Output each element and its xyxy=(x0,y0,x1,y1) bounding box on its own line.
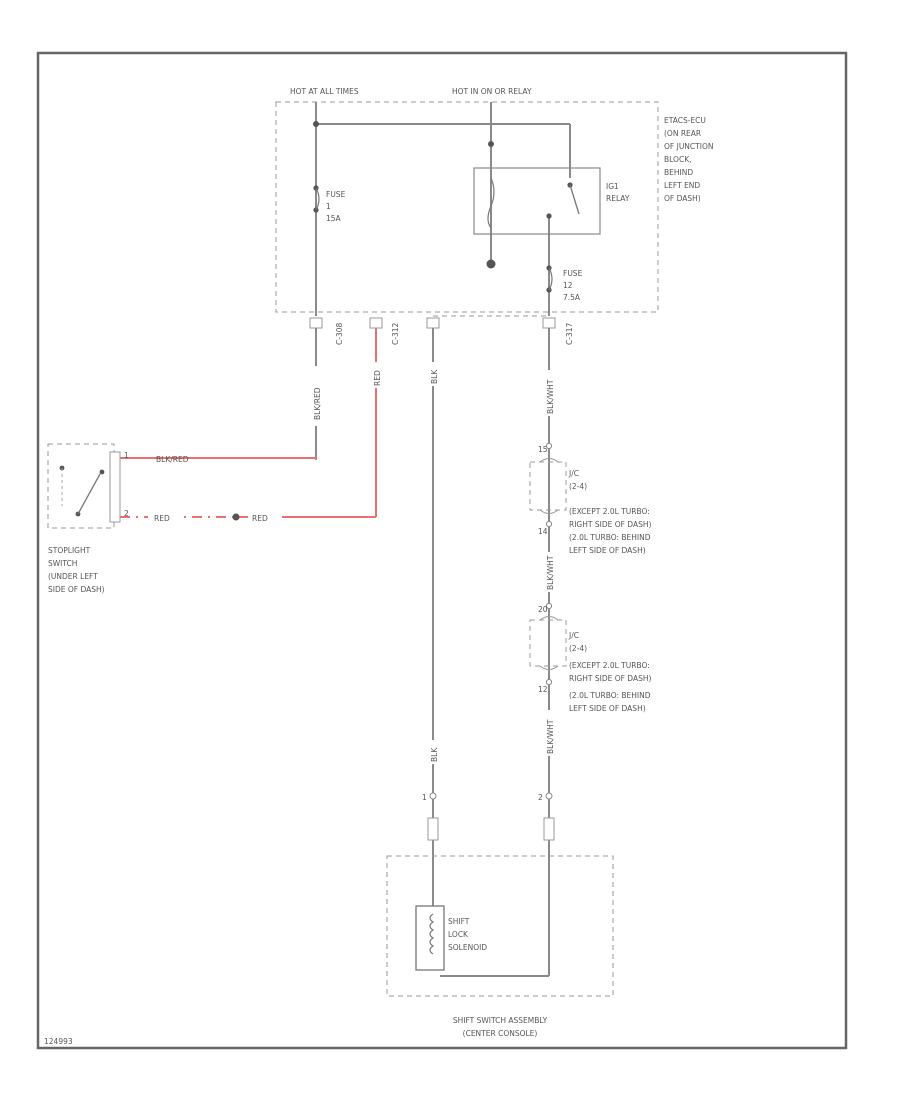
svg-text:(UNDER LEFT: (UNDER LEFT xyxy=(48,572,98,581)
svg-text:(EXCEPT 2.0L TURBO:: (EXCEPT 2.0L TURBO: xyxy=(569,661,650,670)
svg-text:(2.0L TURBO: BEHIND: (2.0L TURBO: BEHIND xyxy=(569,691,651,700)
etacs-ecu-label: ETACS-ECU (ON REAR OF JUNCTION BLOCK, BE… xyxy=(664,116,713,203)
shift-switch-assembly-label: SHIFT SWITCH ASSEMBLY (CENTER CONSOLE) xyxy=(453,1016,548,1038)
svg-text:RELAY: RELAY xyxy=(606,194,630,203)
svg-text:STOPLIGHT: STOPLIGHT xyxy=(48,546,91,555)
svg-text:SOLENOID: SOLENOID xyxy=(448,943,487,952)
svg-text:LEFT SIDE OF DASH): LEFT SIDE OF DASH) xyxy=(569,704,646,713)
svg-text:(2-4): (2-4) xyxy=(569,482,587,491)
svg-text:ETACS-ECU: ETACS-ECU xyxy=(664,116,706,125)
svg-text:J/C: J/C xyxy=(568,631,579,640)
svg-text:FUSE: FUSE xyxy=(563,269,583,278)
stoplight-connector xyxy=(109,451,121,523)
etacs-ecu-box xyxy=(275,101,659,313)
connector-c-d: C-317 xyxy=(565,323,574,345)
shift-lock-solenoid-label: SHIFT LOCK SOLENOID xyxy=(448,917,487,952)
svg-text:SWITCH: SWITCH xyxy=(48,559,77,568)
jc-2-pins xyxy=(539,602,559,686)
wire-d-bottom-label: BLK/WHT xyxy=(546,719,555,754)
svg-text:FUSE: FUSE xyxy=(326,190,346,199)
jc-2-box xyxy=(529,619,567,667)
shift-switch-assembly-box xyxy=(386,855,614,997)
fuse-1-symbol xyxy=(313,185,320,213)
solenoid-pin-right: 2 xyxy=(538,793,543,802)
diagram-code: 124993 xyxy=(44,1037,73,1046)
svg-text:J/C: J/C xyxy=(568,469,579,478)
svg-text:BEHIND: BEHIND xyxy=(664,168,693,177)
jc-2-pin-bottom: 12 xyxy=(538,685,548,694)
wire-b-left-label: RED xyxy=(154,514,170,523)
wire-d-mid-label: BLK/WHT xyxy=(546,555,555,590)
svg-text:RIGHT SIDE OF DASH): RIGHT SIDE OF DASH) xyxy=(569,674,651,683)
stoplight-switch-icon xyxy=(59,465,105,517)
svg-text:(ON REAR: (ON REAR xyxy=(664,129,701,138)
stoplight-switch-box xyxy=(47,443,115,529)
jc-1-pin-bottom: 14 xyxy=(538,527,548,536)
svg-text:SHIFT SWITCH ASSEMBLY: SHIFT SWITCH ASSEMBLY xyxy=(453,1016,548,1025)
svg-text:1: 1 xyxy=(326,202,331,211)
svg-text:LEFT END: LEFT END xyxy=(664,181,700,190)
stoplight-switch-label: STOPLIGHT SWITCH (UNDER LEFT SIDE OF DAS… xyxy=(48,546,105,594)
wire-b-right-label: RED xyxy=(252,514,268,523)
svg-text:7.5A: 7.5A xyxy=(563,293,581,302)
wire-c-bottom-label: BLK xyxy=(430,747,439,762)
relay-coil-icon xyxy=(486,141,496,269)
stoplight-pin-b: 2 xyxy=(124,509,129,518)
diagram-frame xyxy=(36,51,848,1050)
wire-b-top-label: RED xyxy=(373,370,382,386)
hot-at-all-times-label: HOT AT ALL TIMES xyxy=(290,87,359,96)
wire-a-top-label: BLK/RED xyxy=(313,387,322,420)
ig1-relay-label: IG1 RELAY xyxy=(606,182,630,203)
svg-text:12: 12 xyxy=(563,281,573,290)
wire-a-horizontal-label: BLK/RED xyxy=(156,455,189,464)
solenoid-pin-left: 1 xyxy=(422,793,427,802)
wire-c-top-label: BLK xyxy=(430,369,439,384)
svg-text:RIGHT SIDE OF DASH): RIGHT SIDE OF DASH) xyxy=(569,520,651,529)
relay-switch-icon xyxy=(546,182,580,219)
svg-text:LEFT SIDE OF DASH): LEFT SIDE OF DASH) xyxy=(569,546,646,555)
svg-text:IG1: IG1 xyxy=(606,182,619,191)
svg-text:OF DASH): OF DASH) xyxy=(664,194,701,203)
stoplight-pin-a: 1 xyxy=(124,451,129,460)
fuse-12-label: FUSE 12 7.5A xyxy=(563,269,583,302)
hot-in-on-relay-label: HOT IN ON OR RELAY xyxy=(452,87,532,96)
svg-text:(EXCEPT 2.0L TURBO:: (EXCEPT 2.0L TURBO: xyxy=(569,507,650,516)
wire-d-top-label: BLK/WHT xyxy=(546,379,555,414)
wire-b-red xyxy=(120,328,380,521)
jc-1-pin-top: 15 xyxy=(538,445,548,454)
svg-text:OF JUNCTION: OF JUNCTION xyxy=(664,142,713,151)
wire-d-blk-wht xyxy=(440,328,555,977)
connector-c-a: C-308 xyxy=(335,323,344,345)
wire-c-blk xyxy=(427,328,439,906)
svg-text:(2.0L TURBO: BEHIND: (2.0L TURBO: BEHIND xyxy=(569,533,651,542)
wire-a-blk-red xyxy=(120,328,320,460)
jc-1-box xyxy=(529,461,567,511)
connector-c-b: C-312 xyxy=(391,323,400,345)
etacs-connectors xyxy=(309,317,556,329)
svg-text:LOCK: LOCK xyxy=(448,930,469,939)
jc-2-label: J/C (2-4) (EXCEPT 2.0L TURBO: RIGHT SIDE… xyxy=(568,631,651,713)
fuse-1-label: FUSE 1 15A xyxy=(326,190,346,223)
svg-text:15A: 15A xyxy=(326,214,342,223)
ig1-relay-box xyxy=(473,167,601,235)
svg-text:(2-4): (2-4) xyxy=(569,644,587,653)
svg-text:SIDE OF DASH): SIDE OF DASH) xyxy=(48,585,105,594)
fuse-12-symbol xyxy=(546,265,553,293)
svg-text:BLOCK,: BLOCK, xyxy=(664,155,692,164)
svg-text:SHIFT: SHIFT xyxy=(448,917,470,926)
internal-power-bus xyxy=(313,102,571,316)
jc-2-pin-top: 20 xyxy=(538,605,548,614)
shift-lock-solenoid-icon xyxy=(415,905,445,971)
svg-text:(CENTER CONSOLE): (CENTER CONSOLE) xyxy=(463,1029,538,1038)
jc-1-pins xyxy=(539,442,559,528)
jc-1-label: J/C (2-4) (EXCEPT 2.0L TURBO: RIGHT SIDE… xyxy=(568,469,651,555)
